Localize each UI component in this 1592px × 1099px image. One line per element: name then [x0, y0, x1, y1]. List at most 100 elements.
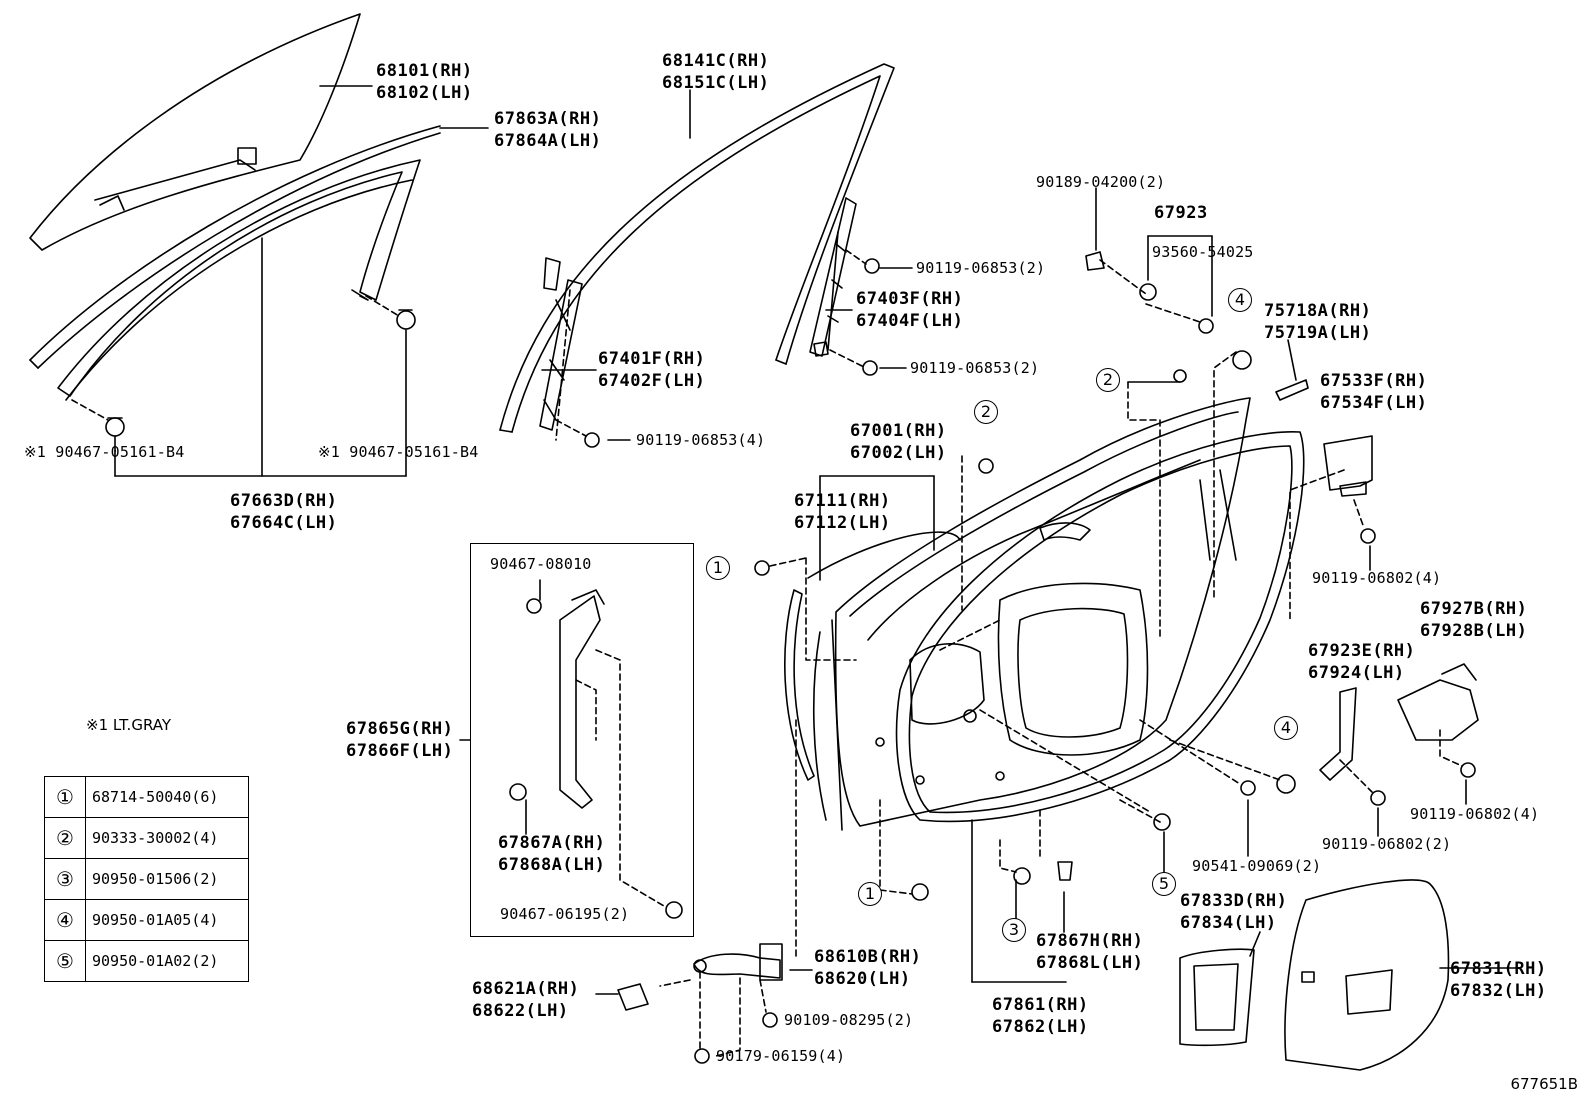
- label-inset-part[interactable]: 67865G(RH) 67866F(LH): [346, 718, 453, 762]
- label-inset-part-rh: 67865G(RH): [346, 719, 454, 739]
- fastener-shapes: [754, 251, 1296, 901]
- front-door-strip-shape: [784, 531, 961, 781]
- door-panel-shape: [812, 397, 1251, 831]
- frame-garnish-shape: [57, 159, 421, 477]
- legend-row[interactable]: ③ 90950-01506(2): [44, 858, 249, 900]
- legend-part: 68714-50040(6): [85, 776, 249, 818]
- label-door-panel[interactable]: 67001(RH) 67002(LH): [850, 420, 947, 464]
- label-weatherstrip[interactable]: 67861(RH) 67862(LH): [992, 994, 1089, 1038]
- legend-row[interactable]: ⑤ 90950-01A02(2): [44, 940, 249, 982]
- label-clip-strip-rh: 67867H(RH): [1036, 931, 1144, 951]
- label-bracket-lh: 67534F(LH): [1320, 393, 1428, 413]
- label-check-arm[interactable]: 68610B(RH) 68620(LH): [814, 946, 921, 990]
- label-bracket[interactable]: 67533F(RH) 67534F(LH): [1320, 370, 1427, 414]
- weatherstrip-shape: [895, 431, 1305, 823]
- label-frame-garnish[interactable]: 67663D(RH) 67664C(LH): [230, 490, 337, 534]
- legend-num: ②: [44, 817, 86, 859]
- label-frame-moulding[interactable]: 68141C(RH) 68151C(LH): [662, 50, 769, 94]
- callout-2-top[interactable]: 2: [1096, 368, 1120, 392]
- label-inset-clip-bottom[interactable]: 90467-06195(2): [500, 905, 630, 923]
- label-set-93560[interactable]: 93560-54025: [1152, 243, 1254, 261]
- frame-moulding-shape: [499, 63, 895, 433]
- label-seal-tape-lh: 75719A(LH): [1264, 323, 1372, 343]
- label-service-hole-large-rh: 67831(RH): [1450, 959, 1547, 979]
- label-door-sub[interactable]: 67111(RH) 67112(LH): [794, 490, 891, 534]
- label-glass-rh: 68101(RH): [376, 61, 473, 81]
- label-glass-lh: 68102(LH): [376, 83, 473, 103]
- label-bottom-plug[interactable]: 90541-09069(2): [1192, 857, 1322, 875]
- label-check-cap-lh: 68622(LH): [472, 1001, 569, 1021]
- label-inset-sub[interactable]: 67867A(RH) 67868A(LH): [498, 832, 605, 876]
- label-rear-bolt-top[interactable]: 90119-06853(2): [916, 259, 1046, 277]
- label-check-cap[interactable]: 68621A(RH) 68622(LH): [472, 978, 579, 1022]
- label-service-hole-small-lh: 67834(LH): [1180, 913, 1277, 933]
- label-rear-run-channel[interactable]: 67403F(RH) 67404F(LH): [856, 288, 963, 332]
- label-check-arm-lh: 68620(LH): [814, 969, 911, 989]
- legend-row[interactable]: ④ 90950-01A05(4): [44, 899, 249, 941]
- label-garnish-clip-left[interactable]: ※1 90467-05161-B4: [24, 443, 185, 461]
- pad-927-shape: [1397, 663, 1479, 778]
- label-check-bolt-1[interactable]: 90109-08295(2): [784, 1011, 914, 1029]
- label-inset-sub-rh: 67867A(RH): [498, 833, 606, 853]
- label-pad-927[interactable]: 67927B(RH) 67928B(LH): [1420, 598, 1527, 642]
- callout-4-bottom[interactable]: 4: [1274, 716, 1298, 740]
- label-pad-923-bolt[interactable]: 90119-06802(2): [1322, 835, 1452, 853]
- legend-part: 90950-01506(2): [85, 858, 249, 900]
- label-pad-927-lh: 67928B(LH): [1420, 621, 1528, 641]
- label-service-hole-small-rh: 67833D(RH): [1180, 891, 1288, 911]
- label-rear-run-channel-rh: 67403F(RH): [856, 289, 964, 309]
- label-door-panel-lh: 67002(LH): [850, 443, 947, 463]
- label-front-run-channel[interactable]: 67401F(RH) 67402F(LH): [598, 348, 705, 392]
- label-pad-923[interactable]: 67923E(RH) 67924(LH): [1308, 640, 1415, 684]
- label-pad-927-bolt[interactable]: 90119-06802(4): [1410, 805, 1540, 823]
- label-service-hole-small[interactable]: 67833D(RH) 67834(LH): [1180, 890, 1287, 934]
- callout-1-bottom[interactable]: 1: [858, 882, 882, 906]
- label-front-channel-bolt[interactable]: 90119-06853(4): [636, 431, 766, 449]
- label-seal-tape-rh: 75718A(RH): [1264, 301, 1372, 321]
- legend-row[interactable]: ① 68714-50040(6): [44, 776, 249, 818]
- label-top-clip[interactable]: 90189-04200(2): [1036, 173, 1166, 191]
- legend-num: ①: [44, 776, 86, 818]
- label-set-67923[interactable]: 67923: [1154, 203, 1208, 223]
- label-front-run-channel-lh: 67402F(LH): [598, 371, 706, 391]
- label-check-cap-rh: 68621A(RH): [472, 979, 580, 999]
- label-service-hole-large[interactable]: 67831(RH) 67832(LH): [1450, 958, 1547, 1002]
- label-inset-part-lh: 67866F(LH): [346, 741, 454, 761]
- legend-part: 90950-01A02(2): [85, 940, 249, 982]
- belt-moulding-shape: [29, 125, 441, 369]
- callout-4-top[interactable]: 4: [1228, 288, 1252, 312]
- front-run-channel-shape: [539, 257, 600, 448]
- check-arm-shape: [617, 943, 783, 1064]
- label-belt-moulding[interactable]: 67863A(RH) 67864A(LH): [494, 108, 601, 152]
- label-clip-strip[interactable]: 67867H(RH) 67868L(LH): [1036, 930, 1143, 974]
- garnish-clip-shapes: [71, 295, 416, 477]
- label-check-bolt-2[interactable]: 90179-06159(4): [716, 1047, 846, 1065]
- color-note: ※1 LT.GRAY: [86, 716, 172, 734]
- label-weatherstrip-lh: 67862(LH): [992, 1017, 1089, 1037]
- label-pad-923-rh: 67923E(RH): [1308, 641, 1416, 661]
- callout-2-mid[interactable]: 2: [974, 400, 998, 424]
- legend-part: 90950-01A05(4): [85, 899, 249, 941]
- inset-part-shape: [509, 589, 683, 919]
- inset-box: [470, 543, 694, 937]
- callout-1-top[interactable]: 1: [706, 556, 730, 580]
- seal-tape-shape: [1275, 379, 1309, 401]
- label-service-hole-large-lh: 67832(LH): [1450, 981, 1547, 1001]
- label-rear-bolt-bottom[interactable]: 90119-06853(2): [910, 359, 1040, 377]
- label-seal-tape[interactable]: 75718A(RH) 75719A(LH): [1264, 300, 1371, 344]
- door-glass-shape: [29, 13, 361, 251]
- rear-run-channel-shape: [809, 197, 880, 376]
- legend-part: 90333-30002(4): [85, 817, 249, 859]
- callout-3[interactable]: 3: [1002, 918, 1026, 942]
- callout-5[interactable]: 5: [1152, 872, 1176, 896]
- label-garnish-clip-right[interactable]: ※1 90467-05161-B4: [318, 443, 479, 461]
- label-bracket-bolt[interactable]: 90119-06802(4): [1312, 569, 1442, 587]
- label-glass[interactable]: 68101(RH) 68102(LH): [376, 60, 473, 104]
- bracket-shape: [1323, 435, 1376, 544]
- label-belt-moulding-lh: 67864A(LH): [494, 131, 602, 151]
- label-frame-moulding-lh: 68151C(LH): [662, 73, 770, 93]
- label-inset-clip-top[interactable]: 90467-08010: [490, 555, 592, 573]
- label-check-arm-rh: 68610B(RH): [814, 947, 922, 967]
- legend-row[interactable]: ② 90333-30002(4): [44, 817, 249, 859]
